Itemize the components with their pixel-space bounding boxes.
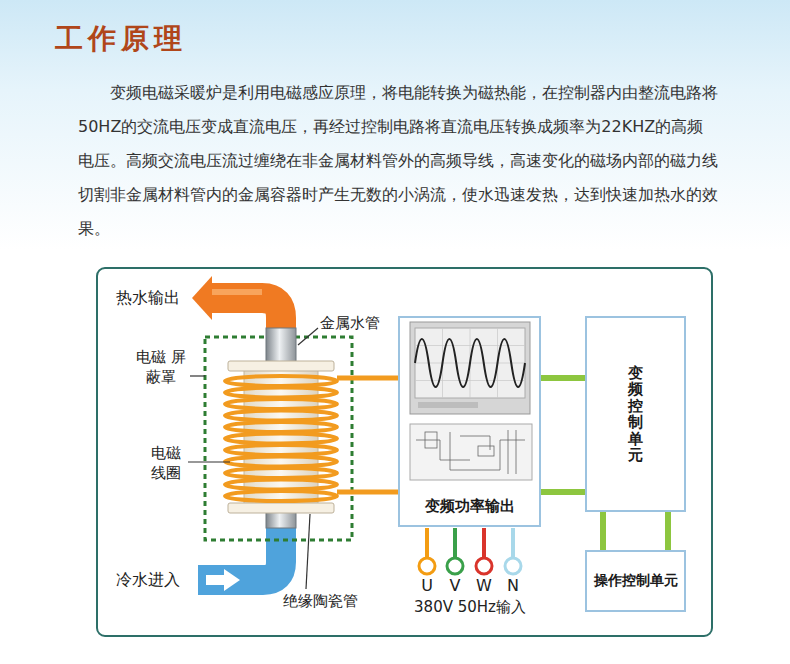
scope-screen: [415, 328, 525, 398]
leader-lines: [188, 328, 318, 589]
phase-label: U: [417, 577, 437, 595]
phase-label: N: [503, 577, 523, 595]
circuit-picture: [410, 424, 532, 480]
power-output-box: 变频功率输出: [398, 316, 541, 527]
part-label: 冷水进入: [116, 570, 190, 590]
hot-pipe-highlight: [208, 289, 262, 295]
phase-label: V: [445, 577, 465, 595]
power-input-label: 380V 50Hz输入: [400, 598, 540, 616]
operation-unit-box: 操作控制单元: [585, 550, 686, 612]
bus-connector: [541, 375, 585, 381]
scope-bar: [418, 402, 478, 408]
part-label: 电磁 屏蔽罩: [136, 347, 186, 387]
part-label: 热水输出: [116, 288, 190, 308]
oscilloscope-picture: [410, 322, 530, 414]
coil-lead: [337, 376, 399, 381]
page-title: 工作原理: [55, 20, 187, 58]
hot-arrowhead: [192, 276, 212, 320]
circuit-lines: [416, 430, 525, 474]
unit-title: 操作控制单元: [594, 572, 678, 590]
scope-grid: [415, 328, 525, 398]
phase-label: W: [474, 577, 494, 595]
sine-wave: [415, 339, 525, 387]
ceramic-flange: [228, 361, 334, 371]
cold-arrow: [206, 569, 240, 591]
unit-title: 变频功率输出: [425, 497, 515, 516]
unit-title: 变频控制单元: [628, 365, 643, 464]
bus-connector: [600, 512, 606, 550]
description-paragraph: 变频电磁采暖炉是利用电磁感应原理，将电能转换为磁热能，在控制器内由整流电路将50…: [78, 76, 718, 246]
diagram-frame: [97, 268, 712, 636]
input-wires: [419, 528, 521, 574]
part-label: 电磁 线圈: [148, 443, 184, 483]
bus-connector: [665, 512, 671, 550]
control-unit-box: 变频控制单元: [585, 316, 686, 512]
ceramic-flange: [228, 503, 334, 513]
part-label: 金属水管: [320, 314, 392, 332]
part-label: 绝缘陶瓷管: [283, 592, 367, 610]
coil: [225, 376, 337, 501]
shield-outline: [205, 337, 352, 540]
bus-connector: [541, 489, 585, 495]
coil-lead: [337, 490, 399, 495]
